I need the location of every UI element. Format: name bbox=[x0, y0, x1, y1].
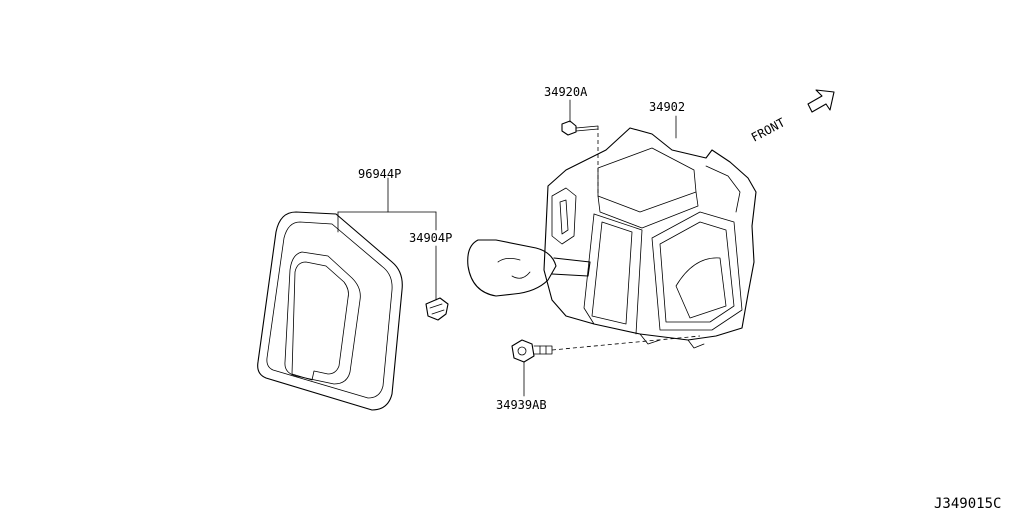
label-shifter-assembly: 34902 bbox=[649, 100, 685, 114]
reference-code: J349015C bbox=[934, 496, 1001, 512]
label-bezel: 96944P bbox=[358, 167, 401, 181]
shifter-assembly bbox=[467, 115, 757, 349]
label-front: FRONT bbox=[749, 115, 787, 144]
label-bolt-bottom: 34939AB bbox=[496, 398, 547, 412]
top-bolt bbox=[561, 99, 599, 196]
label-bolt-top: 34920A bbox=[544, 85, 588, 99]
bezel-frame bbox=[257, 211, 403, 411]
front-arrow-icon bbox=[807, 89, 835, 113]
bezel-leader bbox=[337, 177, 437, 233]
clip-part bbox=[425, 245, 449, 321]
label-clip: 34904P bbox=[409, 231, 452, 245]
bottom-bolt bbox=[511, 335, 701, 397]
